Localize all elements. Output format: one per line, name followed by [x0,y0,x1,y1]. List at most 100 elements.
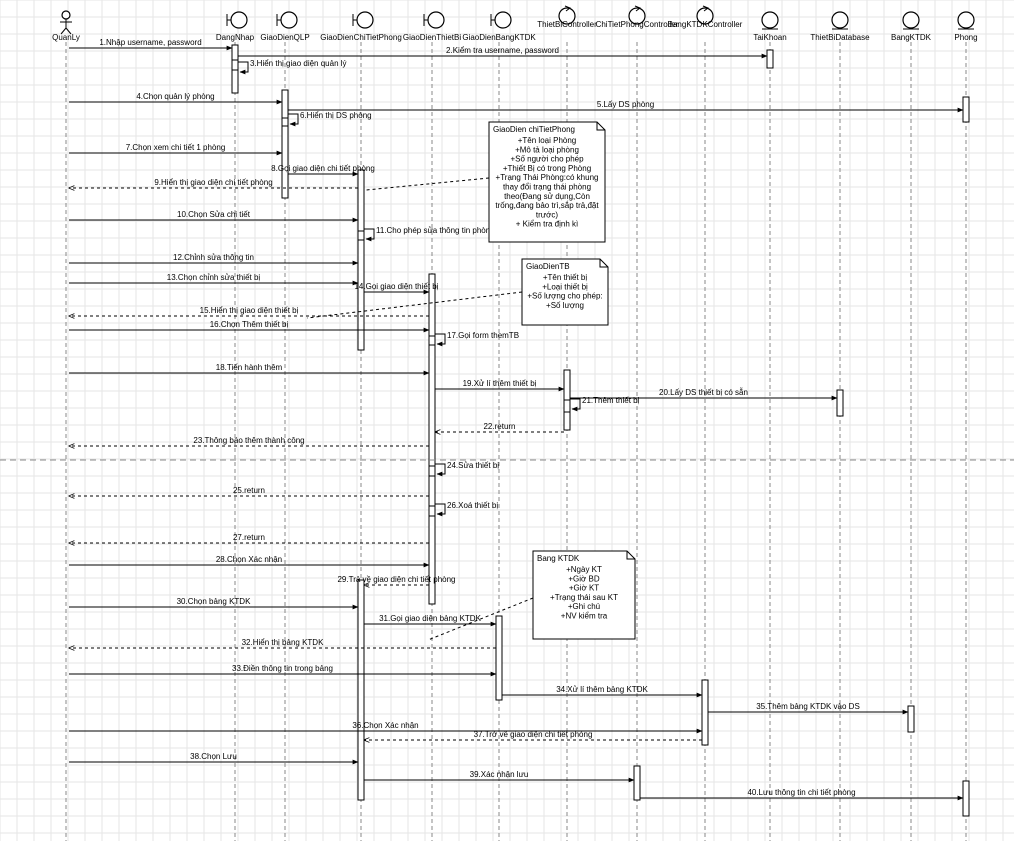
message-label: 17.Gọi form themTB [447,331,519,340]
note-line: +Trạng Thái Phòng:có khung [496,173,599,182]
message-38: 38.Chọn Lưu [69,752,359,765]
activation-bar [428,335,436,346]
message-39: 39.Xác nhận lưu [364,770,635,783]
note-line: +NV kiểm tra [561,612,608,621]
message-17: 17.Gọi form themTB [435,331,519,347]
message-label: 26.Xoá thiết bị [447,501,498,510]
message-label: 23.Thông báo thêm thành công [193,436,304,445]
message-label: 30.Chọn bảng KTDK [177,597,251,606]
message-label: 34.Xử lí thêm bảng KTDK [556,685,648,694]
note-line: +Tên thiết bị [543,273,587,282]
participant-ThietBiDatabase: ThietBiDatabase [810,11,870,42]
message-label: 32.Hiển thị bảng KTDK [242,638,324,647]
note-line: +Giờ KT [569,584,599,593]
participant-ThietBiController: ThietBiController [537,5,597,29]
activation-bar [836,389,844,417]
self-message-arrow [435,333,446,347]
message-37: 37.Trở về giao diện chi tiết phòng [364,730,702,740]
message-15: 15.Hiển thị giao diện thiết bị [69,306,429,316]
message-label: 39.Xác nhận lưu [470,770,529,779]
activation-bar [428,505,436,517]
message-27: 27.return [69,533,429,543]
message-label: 40.Lưu thông tin chi tiết phòng [747,788,855,797]
activation-bars [231,44,970,817]
note-title: GiaoDienTB [526,262,570,271]
activation-bar [907,705,915,733]
message-label: 31.Gọi giao diện bảng KTDK [379,614,482,623]
note-3: Bang KTDK+Ngày KT+Giờ BD+Giờ KT+Trạng th… [427,550,636,641]
activation-bar [962,96,970,123]
message-label: 19.Xử lí thêm thiết bị [463,379,537,388]
note-line: +Ngày KT [566,565,602,574]
participant-TaiKhoan: TaiKhoan [753,11,787,42]
entity-icon [957,11,975,30]
message-10: 10.Chọn Sửa chi tiết [69,210,359,223]
self-message-arrow [570,398,581,412]
activation-bar [357,230,365,241]
message-label: 9.Hiển thị giao diện chi tiết phòng [154,178,272,187]
note-line: +Số lượng cho phép: [527,292,602,301]
participant-label: ThietBiDatabase [810,33,870,42]
note-box [532,550,636,640]
message-label: 8.Gọi giao diện chi tiết phòng [271,164,375,173]
note-line: trống,đang bảo trì,sắp trả,đặt [495,201,599,210]
participant-QuanLy: QuanLy [52,10,80,42]
participant-GiaoDienThietBi: GiaoDienThietBi [403,11,461,42]
entity-icon [902,11,920,30]
message-label: 37.Trở về giao diện chi tiết phòng [474,730,593,739]
note-connector [427,597,534,641]
message-label: 21.Thêm thiết bị [582,396,640,405]
participant-ChiTietPhongController: ChiTietPhongController [596,5,679,29]
note-line: theo(Đang sử dụng,Còn [504,192,590,201]
notes: GiaoDien chiTietPhong+Tên loại Phòng+Mô … [306,121,636,641]
participant-BangKTDK: BangKTDK [891,11,932,42]
message-label: 2.Kiểm tra username, password [446,46,559,55]
note-line: +Mô tả loại phòng [515,145,579,154]
message-label: 33.Điền thông tin trong bảng [232,664,333,673]
message-28: 28.Chọn Xác nhận [69,555,430,568]
boundary-icon [423,11,445,29]
boundary-icon [352,11,374,29]
boundary-icon [226,11,248,29]
message-6: 6.Hiển thị DS phòng [288,111,372,127]
boundary-icon [276,11,298,29]
message-7: 7.Chọn xem chi tiết 1 phòng [69,143,283,156]
message-2: 2.Kiểm tra username, password [238,46,768,59]
participant-GiaoDienBangKTDK: GiaoDienBangKTDK [462,11,536,42]
note-connector [306,291,523,319]
message-18: 18.Tiến hành thêm [69,363,430,376]
note-box [521,258,609,326]
message-23: 23.Thông báo thêm thành công [69,436,429,446]
participant-GiaoDienChiTietPhong: GiaoDienChiTietPhong [320,11,402,42]
participant-label: QuanLy [52,33,80,42]
message-26: 26.Xoá thiết bị [435,501,498,517]
entity-icon [761,11,779,30]
participant-label: BangKTDKController [668,20,743,29]
participant-label: ChiTietPhongController [596,20,679,29]
message-label: 18.Tiến hành thêm [216,363,283,372]
entity-icon [831,11,849,30]
message-label: 3.Hiển thị giao diện quản lý [250,59,347,68]
activation-bar [633,765,641,801]
message-40: 40.Lưu thông tin chi tiết phòng [640,788,964,801]
participant-label: GiaoDienQLP [260,33,309,42]
message-20: 20.Lấy DS thiết bị có sẵn [570,388,838,401]
message-label: 29.Trả về giao diện chi tiết phòng [337,575,455,584]
message-8: 8.Gọi giao diện chi tiết phòng [271,164,375,177]
note-line: +Giờ BD [568,574,599,583]
note-box [488,121,606,243]
participant-BangKTDKController: BangKTDKController [668,5,743,29]
self-message-arrow [288,113,299,127]
message-36: 36.Chọn Xác nhận [69,721,703,734]
message-33: 33.Điền thông tin trong bảng [69,664,497,677]
note-line: +Số lượng [546,301,584,310]
message-5: 5.Lấy DS phòng [288,100,964,113]
message-14: 14.Gọi giao diện thiết bị [354,282,439,295]
self-message-arrow [364,228,375,242]
note-line: +Tên loại Phòng [518,136,577,145]
note-title: Bang KTDK [537,554,580,563]
activation-bar [962,780,970,817]
control-icon [628,5,646,25]
actor-icon [60,10,72,35]
